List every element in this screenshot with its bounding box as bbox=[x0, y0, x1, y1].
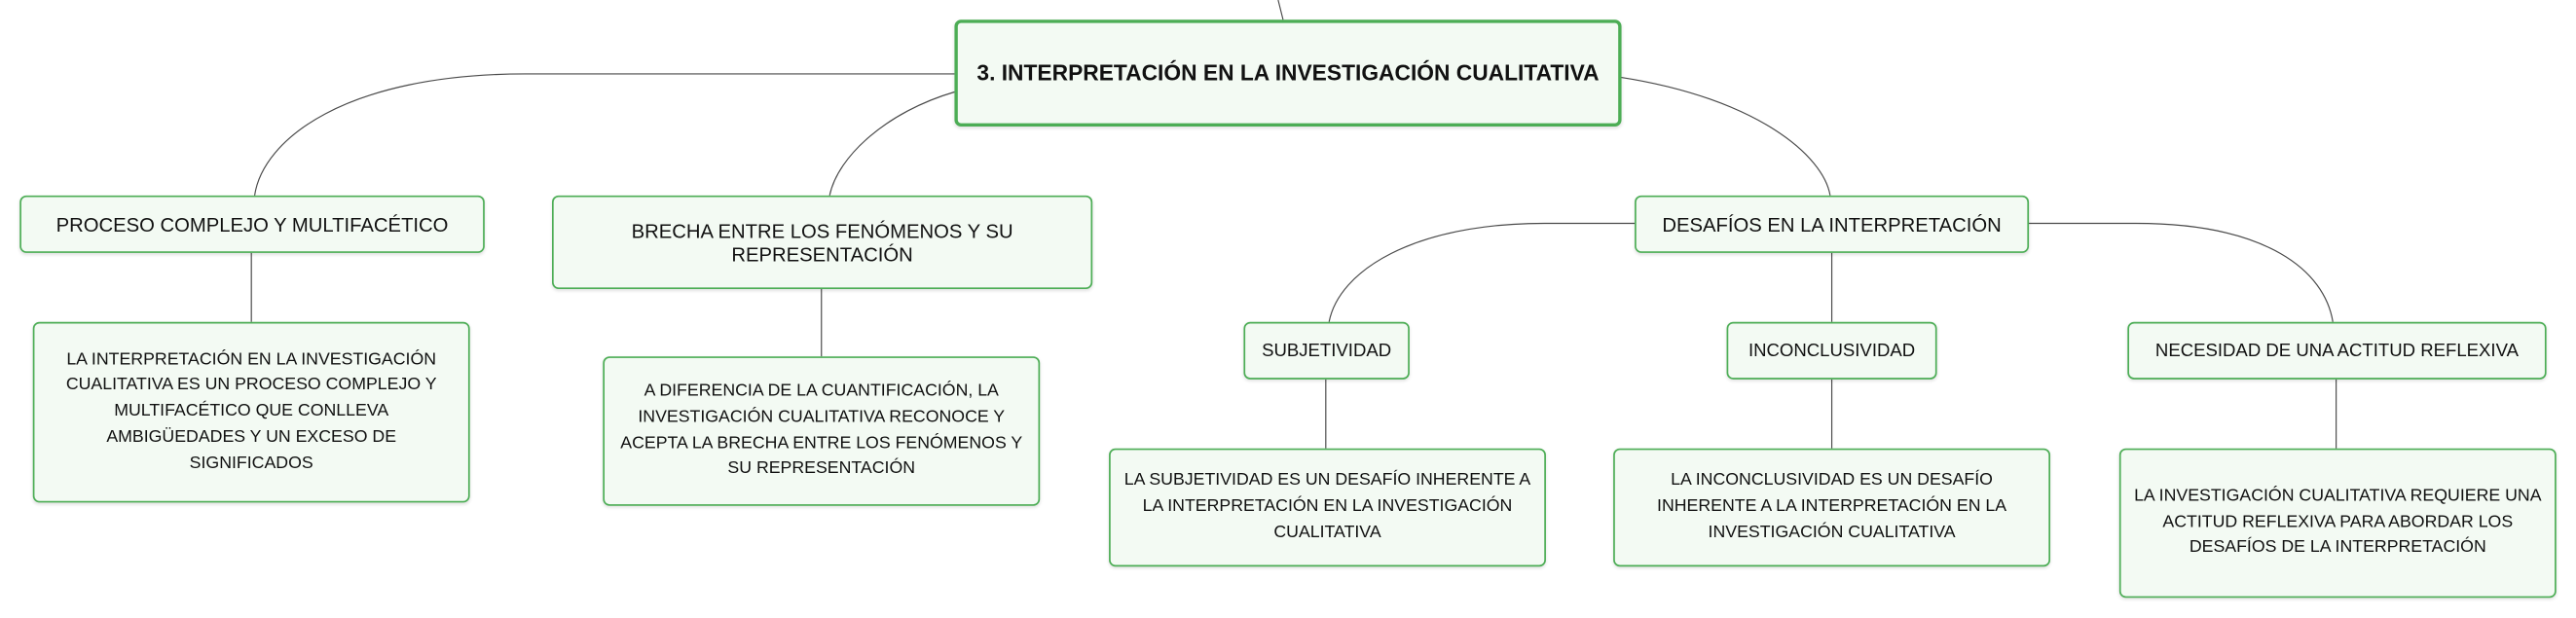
detail-inconclusividad-text: LA INCONCLUSIVIDAD ES UN DESAFÍO INHEREN… bbox=[1657, 470, 2007, 542]
detail-inconclusividad[interactable]: LA INCONCLUSIVIDAD ES UN DESAFÍO INHEREN… bbox=[1613, 448, 2050, 567]
topic-inconclusividad-label: INCONCLUSIVIDAD bbox=[1748, 341, 1916, 361]
connector-desafios-subjetividad bbox=[1328, 222, 1636, 322]
topic-desafios-label: DESAFÍOS EN LA INTERPRETACIÓN bbox=[1662, 212, 2002, 236]
topic-brecha[interactable]: BRECHA ENTRE LOS FENÓMENOS Y SU REPRESEN… bbox=[552, 195, 1093, 289]
detail-proceso-complejo-text: LA INTERPRETACIÓN EN LA INVESTIGACIÓN CU… bbox=[65, 348, 437, 473]
root-topic[interactable]: 3. INTERPRETACIÓN EN LA INVESTIGACIÓN CU… bbox=[954, 19, 1622, 127]
detail-proceso-complejo[interactable]: LA INTERPRETACIÓN EN LA INVESTIGACIÓN CU… bbox=[32, 321, 470, 503]
topic-inconclusividad[interactable]: INCONCLUSIVIDAD bbox=[1726, 321, 1937, 380]
detail-brecha-text: A DIFERENCIA DE LA CUANTIFICACIÓN, LA IN… bbox=[620, 381, 1023, 479]
connector-root-parent bbox=[1277, 0, 1284, 20]
topic-proceso-complejo[interactable]: PROCESO COMPLEJO Y MULTIFACÉTICO bbox=[19, 195, 485, 253]
topic-subjetividad-label: SUBJETIVIDAD bbox=[1262, 341, 1392, 361]
detail-actitud-reflexiva[interactable]: LA INVESTIGACIÓN CUALITATIVA REQUIERE UN… bbox=[2118, 448, 2557, 599]
topic-proceso-complejo-label: PROCESO COMPLEJO Y MULTIFACÉTICO bbox=[55, 212, 449, 236]
topic-subjetividad[interactable]: SUBJETIVIDAD bbox=[1243, 321, 1410, 380]
connector-root-desafios bbox=[1619, 76, 1831, 196]
topic-actitud-reflexiva[interactable]: NECESIDAD DE UNA ACTITUD REFLEXIVA bbox=[2127, 321, 2547, 380]
connector-root-proceso bbox=[253, 73, 955, 196]
root-topic-label: 3. INTERPRETACIÓN EN LA INVESTIGACIÓN CU… bbox=[976, 60, 1600, 86]
topic-brecha-label: BRECHA ENTRE LOS FENÓMENOS Y SU REPRESEN… bbox=[631, 219, 1013, 266]
connector-root-brecha bbox=[828, 91, 955, 196]
detail-subjetividad-text: LA SUBJETIVIDAD ES UN DESAFÍO INHERENTE … bbox=[1123, 470, 1531, 542]
connector-desafios-reflexiva bbox=[2029, 222, 2334, 322]
detail-brecha[interactable]: A DIFERENCIA DE LA CUANTIFICACIÓN, LA IN… bbox=[603, 356, 1041, 506]
topic-desafios[interactable]: DESAFÍOS EN LA INTERPRETACIÓN bbox=[1635, 195, 2030, 253]
topic-actitud-reflexiva-label: NECESIDAD DE UNA ACTITUD REFLEXIVA bbox=[2154, 341, 2519, 361]
detail-subjetividad[interactable]: LA SUBJETIVIDAD ES UN DESAFÍO INHERENTE … bbox=[1109, 448, 1546, 567]
detail-actitud-reflexiva-text: LA INVESTIGACIÓN CUALITATIVA REQUIERE UN… bbox=[2134, 486, 2542, 558]
